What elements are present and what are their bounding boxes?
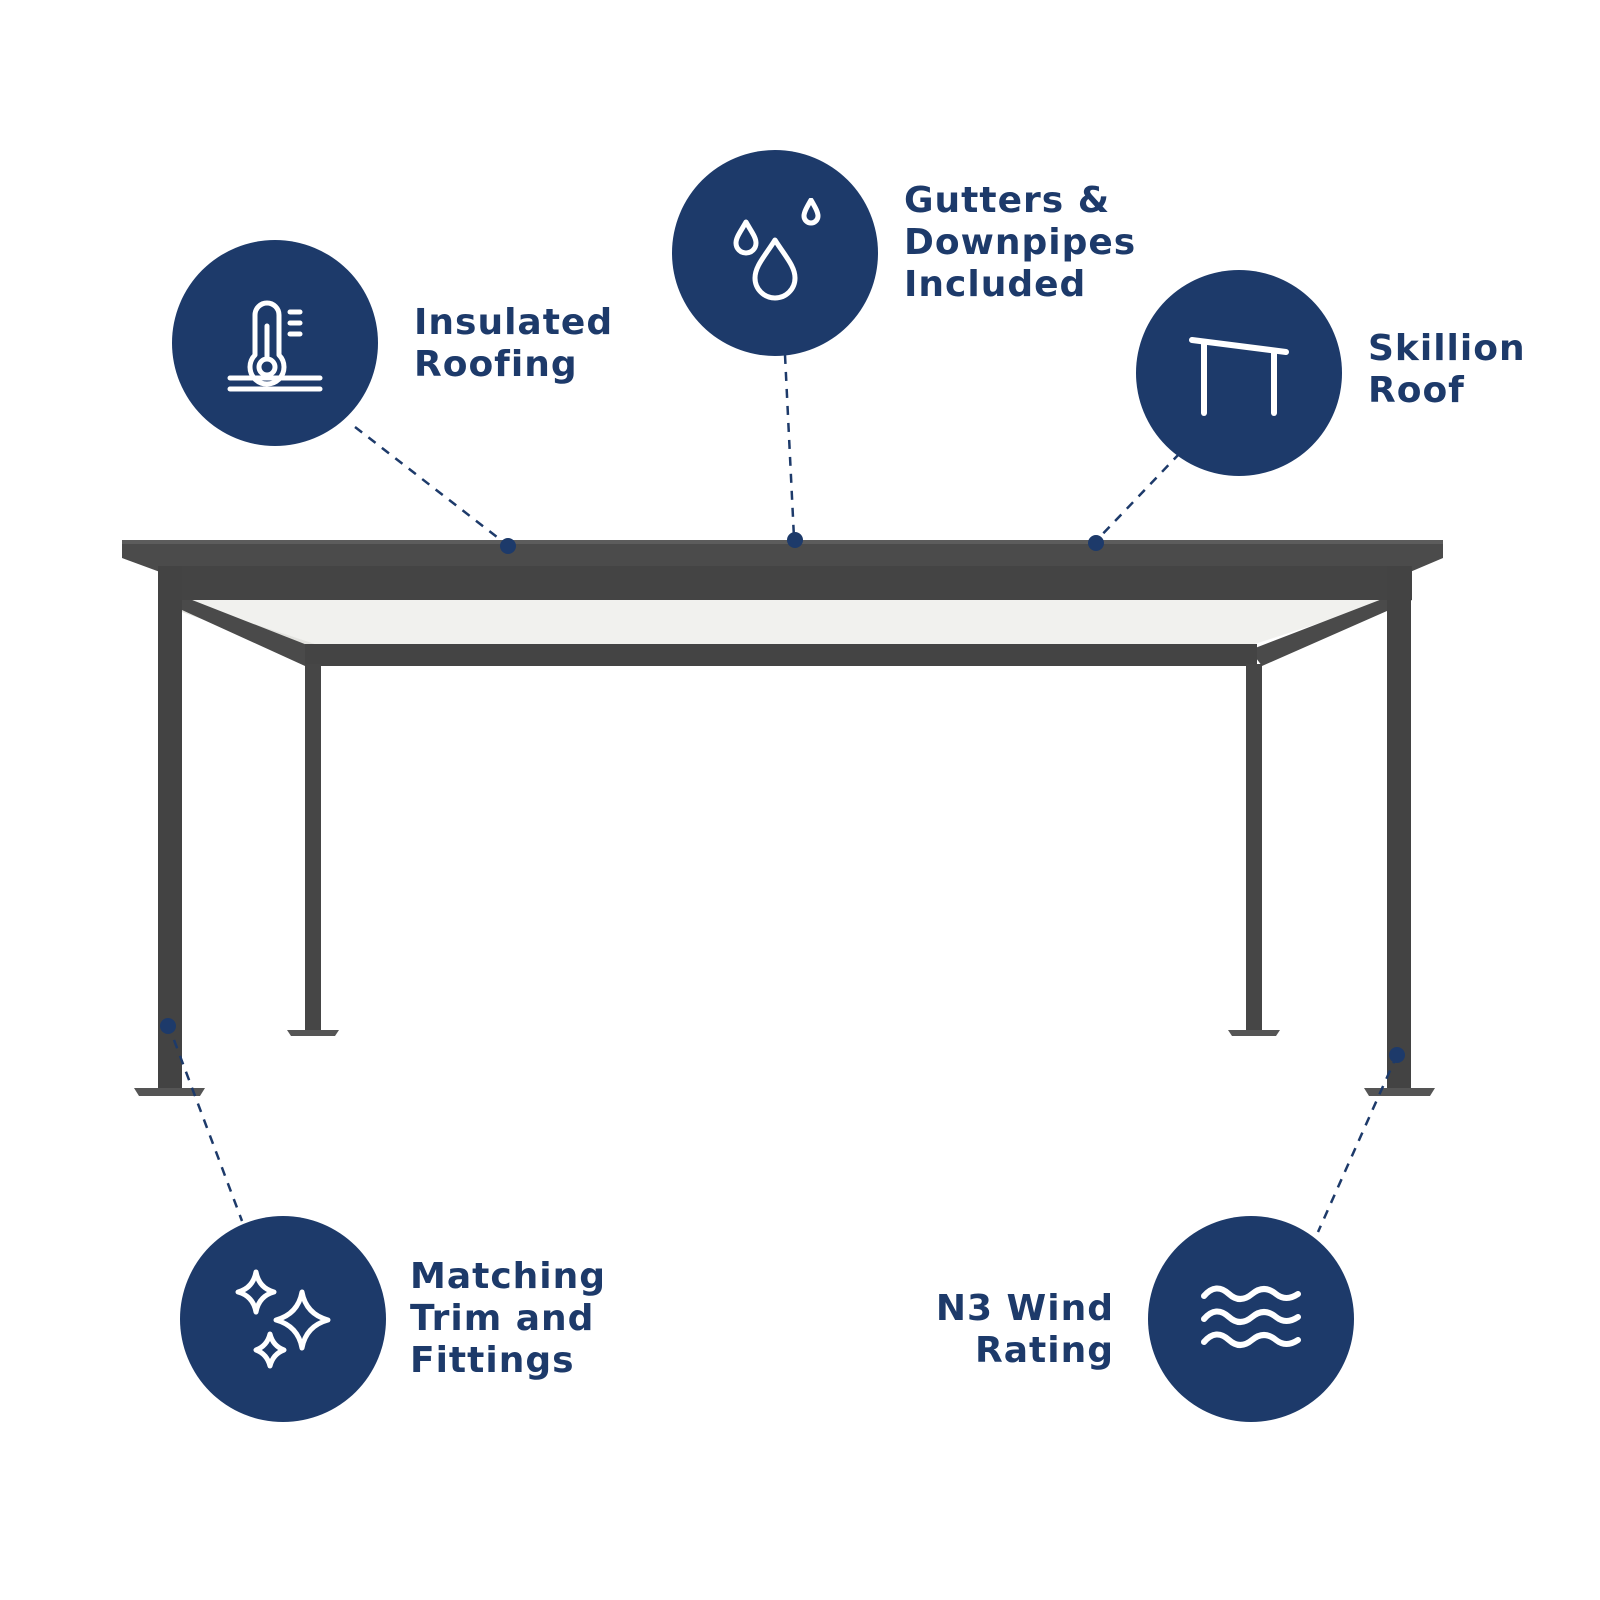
roof-sheet [122,540,1443,572]
matching-trim-badge [180,1216,386,1422]
leader-wind [1316,1054,1399,1233]
back-base-right [1228,1030,1280,1036]
skillion-roof-label: Skillion Roof [1368,328,1526,411]
sparkles-icon [235,1269,331,1369]
callout-dot-trim [160,1018,176,1034]
front-beam [160,566,1412,600]
back-beam [305,644,1257,666]
leader-insulated [354,426,507,545]
callout-dot-skillion [1088,535,1104,551]
roof-edge [122,540,1443,544]
skillion-roof-badge [1136,270,1342,476]
front-base-left [134,1088,205,1096]
thermometer-icon [227,300,323,392]
ceiling-panel [182,600,1390,644]
callout-dot-insulated [500,538,516,554]
wind-rating-badge [1148,1216,1354,1422]
matching-trim-label: Matching Trim and Fittings [410,1256,607,1381]
front-base-right [1364,1088,1435,1096]
wind-rating-label: N3 Wind Rating [935,1288,1114,1371]
insulated-roofing-label: Insulated Roofing [414,302,614,385]
callout-dot-wind [1389,1047,1405,1063]
front-post-left [158,566,182,1088]
leader-gutters [783,354,796,539]
side-beam-left [160,578,320,666]
leader-trim [166,1023,244,1222]
side-beam-right [1250,578,1412,666]
leader-skillion [1095,452,1181,542]
gutters-downpipes-label: Gutters & Downpipes Included [904,180,1137,305]
gutters-downpipes-badge [672,150,878,356]
callout-dot-gutters [787,532,803,548]
water-drops-icon [733,198,821,301]
back-post-left [305,664,321,1030]
insulated-roofing-badge [172,240,378,446]
skillion-roof-icon [1189,337,1289,416]
wind-waves-icon [1201,1285,1301,1348]
back-post-right [1246,664,1262,1030]
back-base-left [287,1030,339,1036]
front-post-right [1387,566,1411,1088]
